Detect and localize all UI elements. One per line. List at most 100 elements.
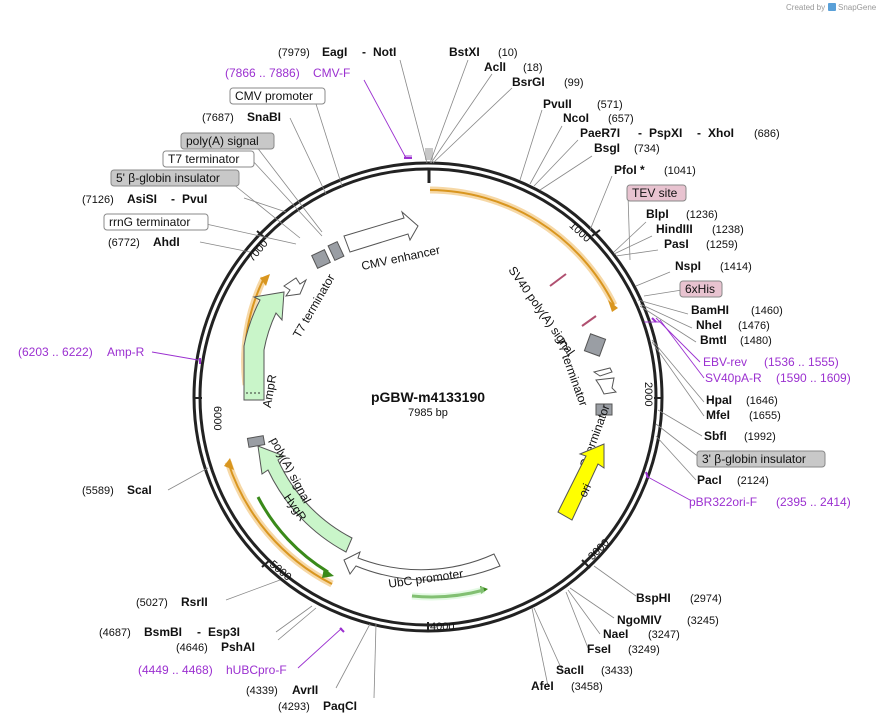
leader-lines: [167, 59, 705, 699]
tev-mark: [549, 273, 567, 287]
site-bamhi: BamHI (1460): [691, 303, 783, 317]
orf-arc-lower-line: [227, 461, 333, 585]
svg-text:BmtI: BmtI: [700, 333, 727, 347]
cmv-enhancer-arrow: [343, 210, 419, 253]
svg-text:(3249): (3249): [628, 644, 660, 656]
svg-text:PacI: PacI: [697, 473, 722, 487]
svg-text:(657): (657): [608, 113, 634, 125]
svg-text:(3433): (3433): [601, 665, 633, 677]
hygr-orf-line: [256, 496, 329, 574]
feature-box-3-bglobin-insulator: 3' β-globin insulator: [696, 450, 826, 468]
svg-text:XhoI: XhoI: [708, 126, 734, 140]
polya-box: [311, 249, 331, 269]
svg-text:(1480): (1480): [740, 335, 772, 347]
svg-text:poly(A) signal: poly(A) signal: [186, 134, 259, 148]
svg-text:2000: 2000: [642, 382, 654, 406]
site-naei: NaeI (3247): [603, 627, 680, 641]
feature-box-tev-site: TEV site: [626, 184, 687, 202]
svg-text:AsiSI: AsiSI: [127, 192, 157, 206]
svg-text:(1646): (1646): [746, 395, 778, 407]
tick-6000: 6000: [193, 397, 223, 430]
t7-terminator-arrow-left: [283, 277, 308, 297]
svg-text:(2974): (2974): [690, 593, 722, 605]
tick-3000: 3000: [581, 537, 612, 569]
svg-text:CMV promoter: CMV promoter: [235, 89, 313, 103]
svg-text:PvuII: PvuII: [543, 97, 572, 111]
primer-ebv-rev: EBV-rev (1536 .. 1555): [703, 355, 839, 369]
site-hindiii: HindIII (1238): [656, 222, 744, 236]
svg-text:(3458): (3458): [571, 681, 603, 693]
site-paer7i-pspxi-xhoi: PaeR7I - PspXI - XhoI (686): [580, 126, 780, 140]
feature-box-t7-terminator: T7 terminator: [162, 150, 255, 168]
site-avrii: (4339) AvrII: [246, 683, 318, 697]
site-acli: AclI (18): [484, 60, 543, 74]
hygr-orf-head: [322, 568, 334, 578]
primer-amp-r: (6203 .. 6222) Amp-R: [18, 345, 145, 359]
rrng-arrow: [595, 377, 618, 395]
svg-text:NgoMIV: NgoMIV: [617, 613, 662, 627]
svg-text:AhdI: AhdI: [153, 235, 180, 249]
primer-cmv-f: (7866 .. 7886) CMV-F: [225, 66, 350, 80]
orf-arc-upper-head: [608, 300, 618, 312]
site-rsrii: (5027) RsrII: [136, 595, 208, 609]
site-mfei: MfeI (1655): [706, 408, 781, 422]
site-sacii: SacII (3433): [556, 663, 633, 677]
site-paci: PacI (2124): [697, 473, 769, 487]
site-asisi-pvui: (7126) AsiSI - PvuI: [82, 192, 207, 206]
svg-text:PspXI: PspXI: [649, 126, 682, 140]
site-ngomiv: NgoMIV (3245): [617, 613, 719, 627]
svg-text:(7687): (7687): [202, 112, 234, 124]
ori-arrow: [557, 443, 605, 521]
svg-text:PvuI: PvuI: [182, 192, 207, 206]
site-sbfi: SbfI (1992): [704, 429, 776, 443]
svg-text:(5589): (5589): [82, 485, 114, 497]
site-scai: (5589) ScaI: [82, 483, 152, 497]
orf-arc-lower-head: [224, 458, 234, 470]
sv40-polya-box: [583, 333, 607, 357]
svg-text:rrnG terminator: rrnG terminator: [109, 215, 190, 229]
svg-text:6xHis: 6xHis: [685, 282, 715, 296]
svg-text:-: -: [638, 126, 642, 140]
ori-label: ori: [576, 481, 594, 499]
orf-arc-upper-line: [429, 189, 615, 306]
svg-text:(571): (571): [597, 99, 623, 111]
svg-text:(1041): (1041): [664, 165, 696, 177]
svg-text:SV40pA-R: SV40pA-R: [705, 371, 762, 385]
site-bsmbi-esp3i: (4687) BsmBI - Esp3I: [99, 625, 240, 639]
svg-text:-: -: [171, 192, 175, 206]
tick-2000: 2000: [642, 382, 662, 406]
site-bsphi: BspHI (2974): [636, 591, 722, 605]
svg-text:(1238): (1238): [712, 224, 744, 236]
svg-text:SnaBI: SnaBI: [247, 110, 281, 124]
site-hpai: HpaI (1646): [706, 393, 778, 407]
svg-text:SacII: SacII: [556, 663, 584, 677]
origin-marker: [425, 148, 433, 160]
svg-text:NaeI: NaeI: [603, 627, 628, 641]
primer-sv40pa-r: SV40pA-R (1590 .. 1609): [705, 371, 851, 385]
site-nhei: NheI (1476): [696, 318, 770, 332]
site-afei: AfeI (3458): [531, 679, 603, 693]
site-bsrgi: BsrGI (99): [512, 75, 584, 89]
svg-text:7000: 7000: [246, 238, 271, 264]
feature-box-5-bglobin-insulator: 5' β-globin insulator: [110, 169, 240, 187]
svg-text:(1590 .. 1609): (1590 .. 1609): [776, 371, 851, 385]
site-bstxi: BstXI (10): [449, 45, 518, 59]
primer-pbr322ori-f: pBR322ori-F (2395 .. 2414): [689, 495, 851, 509]
svg-text:pBR322ori-F: pBR322ori-F: [689, 495, 757, 509]
svg-text:-: -: [697, 126, 701, 140]
his-mark: [581, 315, 597, 327]
site-bmti: BmtI (1480): [700, 333, 772, 347]
svg-text:(3247): (3247): [648, 629, 680, 641]
svg-text:FseI: FseI: [587, 642, 611, 656]
svg-text:BspHI: BspHI: [636, 591, 671, 605]
polya-box-lower: [246, 435, 266, 448]
svg-text:(2124): (2124): [737, 475, 769, 487]
svg-text:5' β-globin insulator: 5' β-globin insulator: [116, 171, 220, 185]
svg-text:(1655): (1655): [749, 410, 781, 422]
svg-text:TEV site: TEV site: [632, 186, 678, 200]
primer-hubcpro-f: (4449 .. 4468) hUBCpro-F: [138, 663, 287, 677]
snapgene-logo: [828, 3, 836, 11]
cmv-enhancer-label: CMV enhancer: [360, 243, 441, 273]
tick-4000: 4000: [427, 621, 454, 633]
svg-text:hUBCpro-F: hUBCpro-F: [226, 663, 287, 677]
